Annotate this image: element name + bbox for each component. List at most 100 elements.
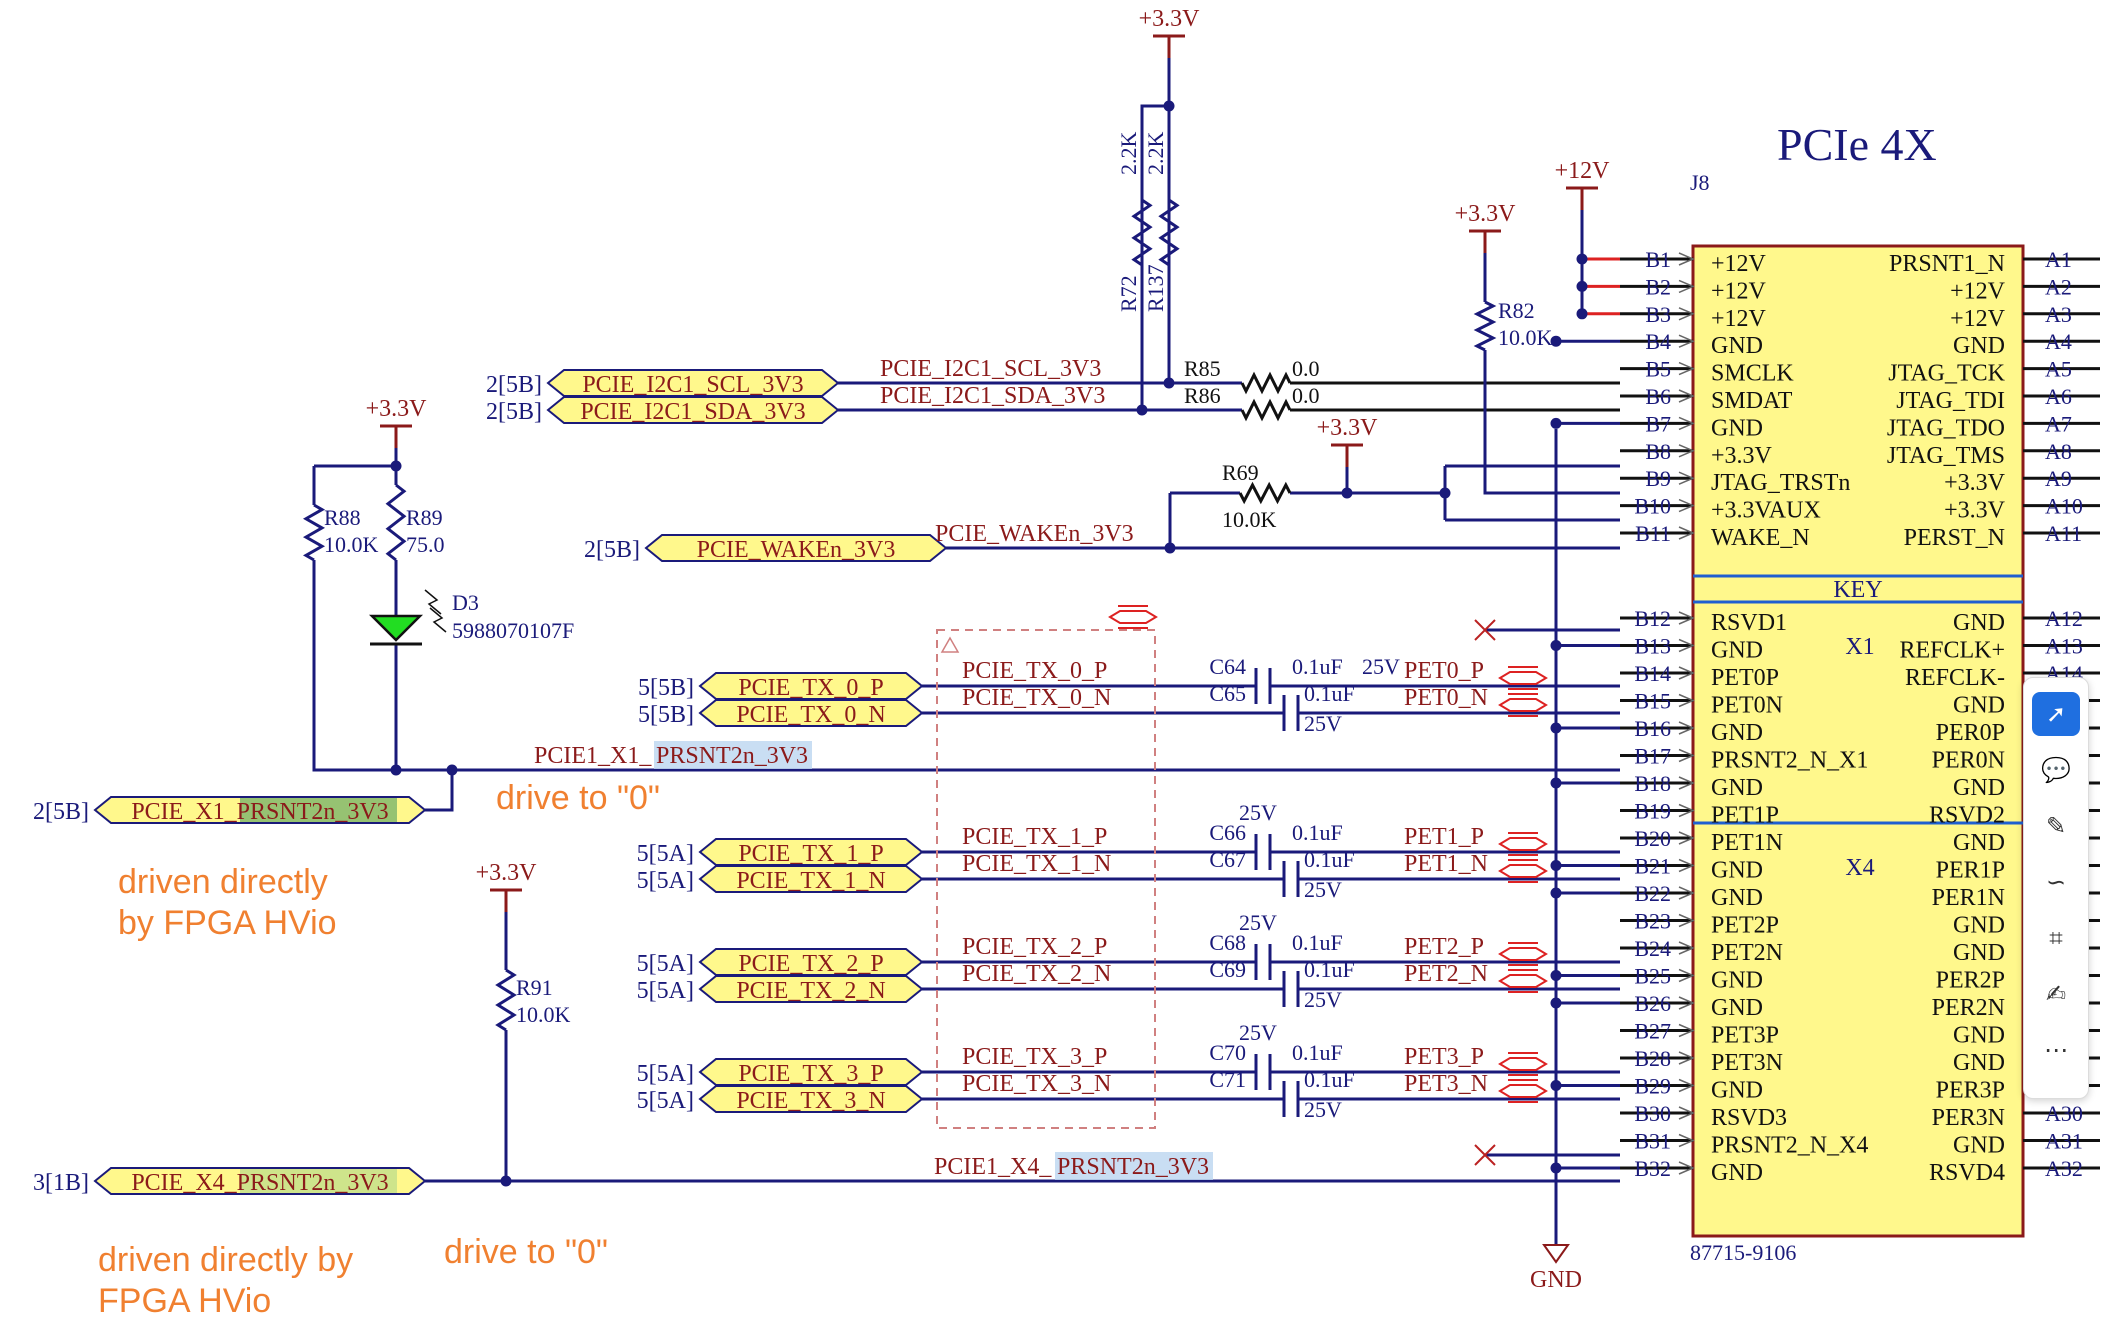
highlight-tool-button[interactable]: ✎ — [2032, 804, 2080, 848]
pin-name-a: REFCLK+ — [1899, 638, 2005, 664]
pin-name-b: PET2N — [1711, 940, 1783, 966]
junction-dot — [1550, 860, 1562, 871]
cap-p-voltage: 25V — [1239, 910, 1277, 935]
comment-tool-button[interactable]: 💬 — [2032, 748, 2080, 792]
pen-icon: ✎ — [2045, 812, 2067, 840]
r72-ref: R72 — [1116, 275, 1141, 312]
cap-p-value: 0.1uF — [1292, 820, 1343, 845]
pin-name-b: +12V — [1711, 306, 1767, 332]
pin-name-a: GND — [1953, 333, 2005, 359]
junction-dot — [1576, 280, 1588, 292]
pin-name-b: +12V — [1711, 251, 1767, 277]
cap-n-ref: C65 — [1209, 681, 1246, 706]
junction-dot — [1550, 335, 1562, 347]
pin-name-b: GND — [1711, 858, 1763, 884]
freehand-icon: ∽ — [2045, 868, 2067, 896]
cap-p-voltage: 25V — [1239, 1020, 1277, 1045]
pin-name-a: +3.3V — [1944, 498, 2006, 524]
pin-name-b: +12V — [1711, 278, 1767, 304]
pin-name-a: GND — [1953, 913, 2005, 939]
r72-value: 2.2K — [1116, 132, 1141, 176]
annotation-drive0-x4: drive to "0" — [444, 1233, 608, 1271]
junction-dot — [1550, 1162, 1562, 1174]
comment-icon: 💬 — [2041, 756, 2071, 784]
pin-arrow — [1678, 693, 1695, 708]
schematic-title: PCIe 4X — [1777, 119, 1937, 170]
net-pet-n: PET3_N — [1404, 1071, 1488, 1097]
pin-arrow — [1678, 526, 1695, 540]
pin-number-b: B16 — [1634, 716, 1671, 741]
pin-name-b: PRSNT2_N_X1 — [1711, 748, 1868, 774]
power-label: +3.3V — [1455, 201, 1517, 227]
pin-number-b: B9 — [1645, 466, 1671, 491]
annotation-fpga-x1: driven directly by FPGA HVio — [118, 863, 337, 942]
pin-name-a: RSVD2 — [1929, 803, 2005, 829]
junction-dot — [1576, 308, 1588, 320]
pin-name-a: +3.3V — [1944, 470, 2006, 496]
port-name: PCIE_I2C1_SDA_3V3 — [580, 399, 805, 425]
junction-dot — [1550, 417, 1562, 429]
pin-name-a: PERST_N — [1904, 525, 2005, 551]
pin-name-a: PER2N — [1932, 995, 2005, 1021]
pin-arrow — [1678, 471, 1695, 485]
power-label: +12V — [1555, 158, 1611, 184]
pin-name-a: GND — [1953, 1023, 2005, 1049]
pin-arrow — [1678, 334, 1695, 348]
select-tool-button[interactable]: ➚ — [2032, 692, 2080, 736]
pin-number-a: A31 — [2045, 1129, 2083, 1154]
resistor-r137 — [1158, 198, 1180, 267]
port-wake — [644, 534, 948, 562]
pin-number-b: B30 — [1634, 1101, 1671, 1126]
net-pet-p: PET1_P — [1404, 824, 1484, 850]
r82-value: 10.0K — [1498, 325, 1553, 350]
diff-pair-icon — [1498, 859, 1548, 883]
port-sheet-ref: 5[5A] — [637, 868, 694, 894]
text-highlight — [1055, 1152, 1213, 1180]
pin-arrow — [1678, 1106, 1695, 1120]
net-pet-p: PET3_P — [1404, 1044, 1484, 1070]
pin-name-a: PER0N — [1932, 748, 2005, 774]
pin-arrow — [1678, 996, 1695, 1010]
cap-p-voltage: 25V — [1239, 800, 1277, 825]
pin-number-a: A9 — [2045, 466, 2072, 491]
text-select-tool-button[interactable]: ⌗ — [2032, 916, 2080, 960]
wire — [1483, 350, 1620, 495]
net-tx-n: PCIE_TX_3_N — [962, 1071, 1111, 1097]
capacitor-n — [1282, 861, 1300, 897]
pin-number-b: B21 — [1634, 854, 1671, 879]
cursor-icon: ➚ — [2045, 700, 2067, 728]
sign-tool-button[interactable]: ✍ — [2032, 972, 2080, 1016]
pin-arrow — [1678, 721, 1695, 735]
junction-dot — [1550, 777, 1562, 789]
annotation-toolbar: ➚ 💬 ✎ ∽ ⌗ ✍ ⋯ — [2023, 677, 2089, 1099]
pin-number-b: B6 — [1645, 384, 1671, 409]
pin-arrow — [1678, 307, 1695, 321]
pin-number-b: B13 — [1634, 634, 1671, 659]
pin-name-b: RSVD1 — [1711, 610, 1787, 636]
pin-name-a: GND — [1953, 693, 2005, 719]
pin-name-b: WAKE_N — [1711, 525, 1810, 551]
connector-part-number: 87715-9106 — [1690, 1240, 1796, 1265]
pin-number-b: B19 — [1634, 799, 1671, 824]
draw-tool-button[interactable]: ∽ — [2032, 860, 2080, 904]
diff-pair-icon — [1498, 832, 1548, 856]
r69-ref: R69 — [1222, 460, 1259, 485]
cap-n-voltage: 25V — [1304, 1097, 1342, 1122]
r69-value: 10.0K — [1222, 507, 1277, 532]
pin-name-a: GND — [1953, 830, 2005, 856]
pin-number-b: B8 — [1645, 439, 1671, 464]
junction-dot — [1550, 640, 1562, 651]
pin-name-b: +3.3VAUX — [1711, 498, 1821, 524]
junction-dot — [1163, 100, 1175, 112]
pin-name-a: PER1N — [1932, 885, 2005, 911]
r88-value: 10.0K — [324, 532, 379, 557]
pin-name-b: PET0N — [1711, 693, 1783, 719]
port-sheet-ref: 5[5A] — [637, 978, 694, 1004]
pin-arrow — [1678, 389, 1695, 403]
text-highlight — [240, 798, 397, 822]
more-tool-button[interactable]: ⋯ — [2032, 1028, 2080, 1072]
net-x1-prefix: PCIE1_X1_ — [534, 743, 652, 769]
pin-number-b: B17 — [1634, 744, 1671, 769]
port-tx-n — [698, 865, 924, 893]
pin-name-b: PET3N — [1711, 1050, 1783, 1076]
